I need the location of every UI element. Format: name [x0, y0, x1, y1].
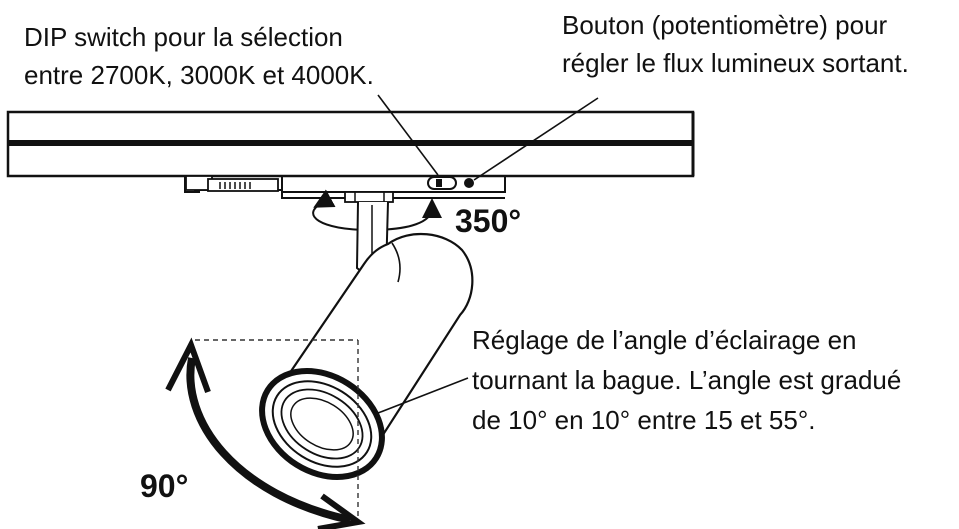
dip-switch-callout: DIP switch pour la sélection entre 2700K…: [24, 18, 374, 94]
rotation-joint: [344, 191, 394, 203]
beam-angle-callout-line-3: de 10° en 10° entre 15 et 55°.: [472, 405, 816, 435]
dip-switch-leader: [377, 94, 439, 176]
tilt-arrowhead-bottom: [317, 493, 366, 529]
dimmer-callout: Bouton (potentiomètre) pour régler le fl…: [562, 6, 909, 82]
dip-switch-callout-line-2: entre 2700K, 3000K et 4000K.: [24, 60, 374, 90]
dimmer-leader: [473, 97, 599, 181]
beam-angle-callout-line-1: Réglage de l’angle d’éclairage en: [472, 325, 857, 355]
track-rail: [6, 110, 695, 178]
potentiometer-knob: [464, 178, 474, 188]
tilt-arrowhead-top: [165, 337, 211, 394]
dimmer-callout-line-1: Bouton (potentiomètre) pour: [562, 10, 888, 40]
tilt-guide: [195, 339, 359, 520]
beam-angle-callout: Réglage de l’angle d’éclairage en tourna…: [472, 320, 901, 440]
beam-angle-callout-line-2: tournant la bague. L’angle est gradué: [472, 365, 902, 395]
beam-angle-leader: [377, 377, 469, 414]
dip-switch-callout-line-1: DIP switch pour la sélection: [24, 22, 343, 52]
spotlight-lens: [259, 368, 385, 480]
track-adapter: [184, 175, 506, 199]
dimmer-callout-line-2: régler le flux lumineux sortant.: [562, 48, 909, 78]
dip-switch: [427, 176, 457, 190]
rotation-angle-label: 350°: [455, 203, 522, 239]
tilt-arrow: [186, 357, 351, 524]
tilt-angle-label: 90°: [140, 468, 189, 504]
